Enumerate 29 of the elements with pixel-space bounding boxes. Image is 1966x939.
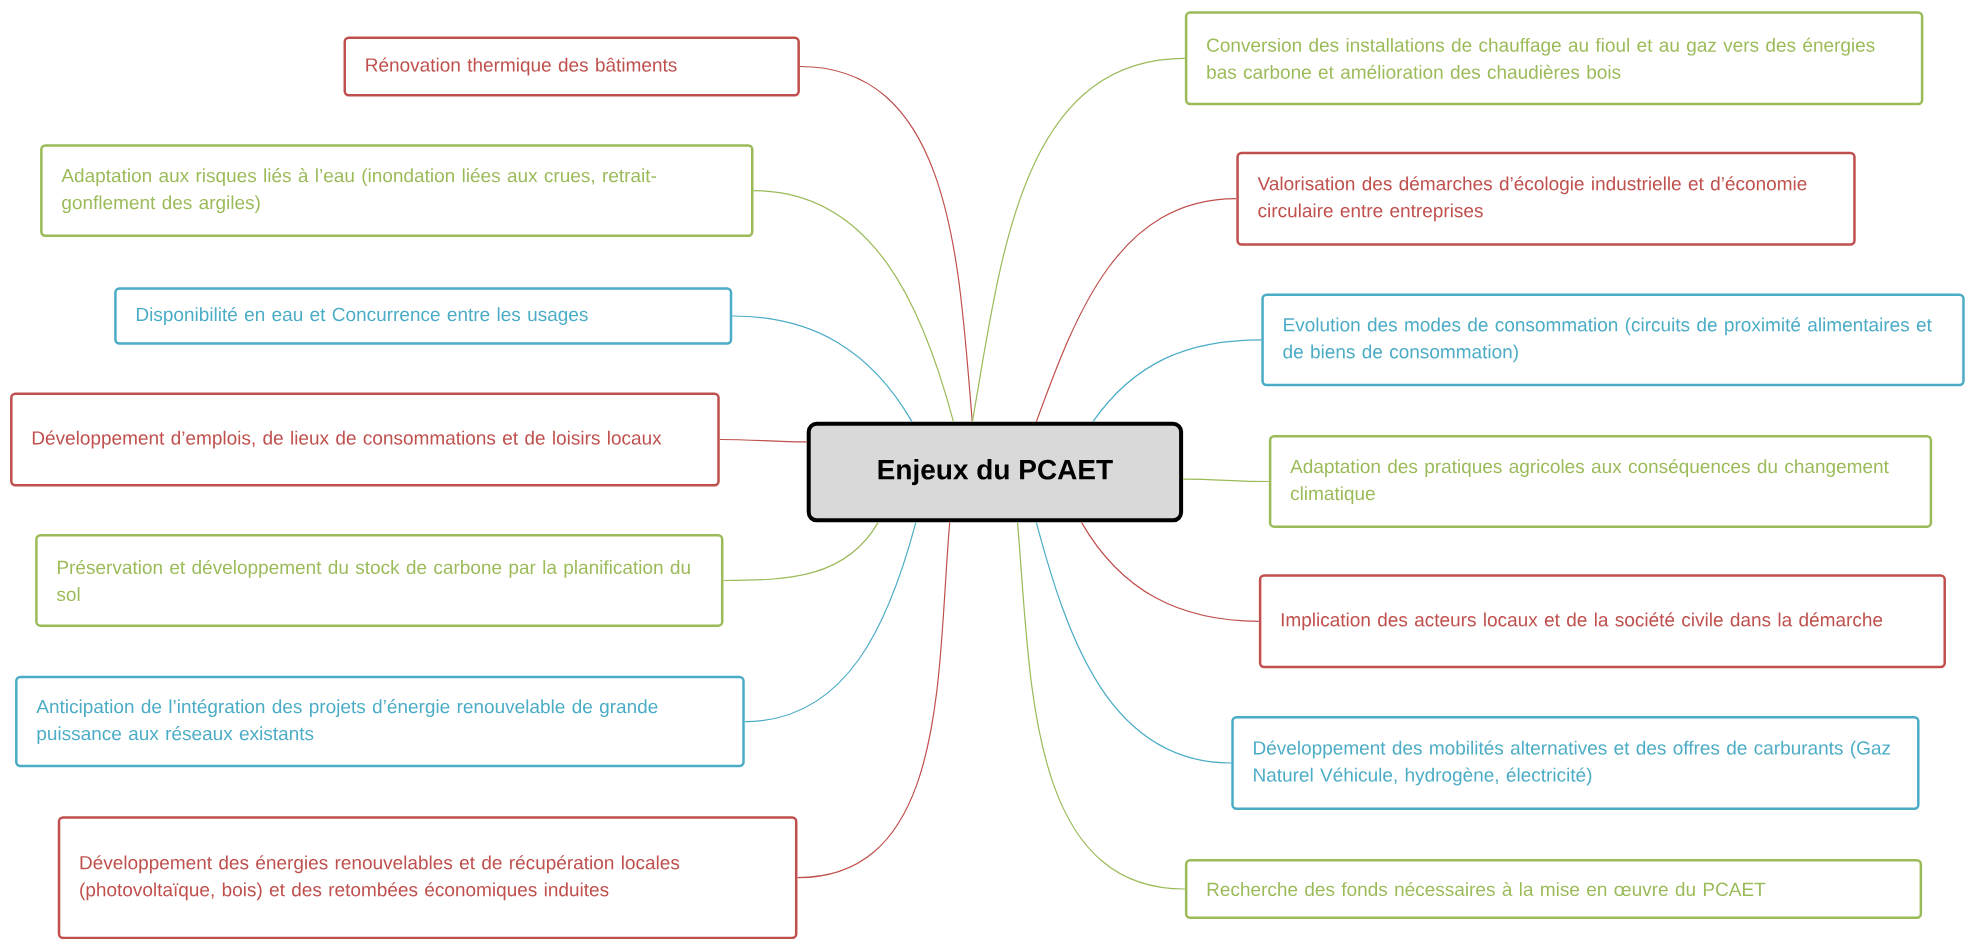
topic-box: Disponibilité en eau et Concurrence entre les usages (114, 287, 733, 345)
topic-box: Adaptation aux risques liés à l’eau (inondation liées aux crues, retrait-gonflement des argiles) (40, 144, 754, 237)
topic-box: Conversion des installations de chauffage au fioul et au gaz vers des énergies bas carbone et amélioration des chaudières bois (1184, 11, 1924, 106)
connector (744, 521, 917, 723)
connector (1080, 521, 1260, 622)
connector (752, 190, 955, 423)
connector (1035, 521, 1232, 764)
connector (971, 57, 1186, 423)
topic-box: Rénovation thermique des bâtiments (343, 36, 800, 97)
topic-box: Evolution des modes de consommation (circuits de proximité alimentaires et de biens de consommation) (1261, 293, 1965, 387)
connector (719, 438, 808, 443)
connector (1016, 521, 1186, 890)
connector (731, 315, 913, 423)
topic-box: Adaptation des pratiques agricoles aux conséquences du changement climatique (1268, 435, 1933, 528)
connector (1182, 478, 1270, 483)
topic-box: Implication des acteurs locaux et de la société civile dans la démarche (1258, 574, 1946, 669)
topic-box: Valorisation des démarches d’écologie industrielle et d’économie circulaire entre entreprises (1236, 151, 1856, 246)
connector (1092, 339, 1262, 423)
topic-box: Anticipation de l’intégration des projets d’énergie renouvelable de grande puissance aux réseaux existants (15, 675, 745, 768)
topic-box: Préservation et développement du stock de carbone par la planification du sol (35, 534, 724, 627)
central-topic-box: Enjeux du PCAET (806, 421, 1184, 523)
topic-box: Développement des mobilités alternatives et des offres de carburants (Gaz Naturel Véhicule, hydrogène, électricité) (1231, 716, 1920, 810)
connector (1035, 198, 1237, 423)
connector (796, 521, 951, 879)
connector (722, 521, 879, 582)
topic-box: Développement des énergies renouvelables et de récupération locales (photovoltaïque, bois) et des retombées économiques induites (57, 816, 798, 939)
topic-box: Développement d’emplois, de lieux de consommations et de loisirs locaux (10, 392, 720, 487)
connector (799, 65, 973, 423)
topic-box: Recherche des fonds nécessaires à la mise en œuvre du PCAET (1184, 858, 1923, 920)
